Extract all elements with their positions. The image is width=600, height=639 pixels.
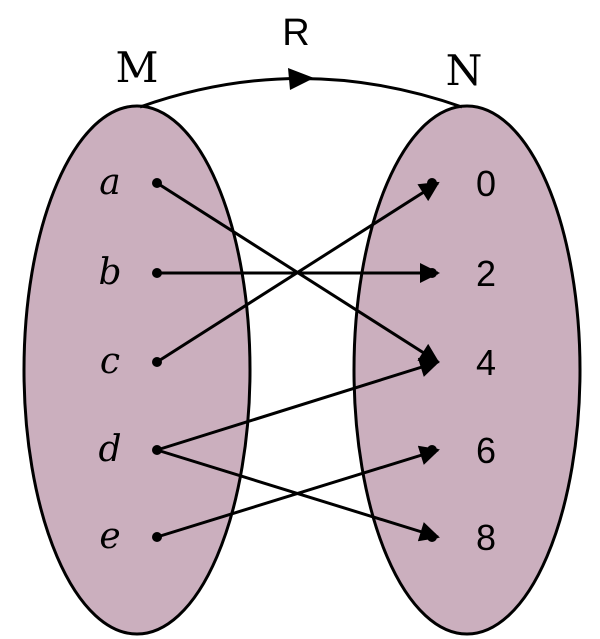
relation-arc-arrowhead: [288, 68, 314, 90]
set-n-point: [427, 178, 437, 188]
set-n-element-label: 6: [476, 430, 496, 471]
set-n-point: [427, 445, 437, 455]
set-n-label: N: [446, 46, 483, 95]
mapping-arrow-d-4: [156, 357, 440, 452]
set-n-element-label: 8: [476, 517, 496, 558]
set-n-point: [427, 268, 437, 278]
mapping-arrow-c-0: [156, 181, 440, 364]
set-m-element-label: a: [99, 162, 120, 203]
set-n-ellipse: [352, 104, 582, 636]
set-m-point: [152, 357, 162, 367]
set-n-point: [427, 532, 437, 542]
set-m-point: [152, 445, 162, 455]
set-m-ellipse: [22, 104, 252, 636]
set-m-point: [152, 178, 162, 188]
set-m-element-label: c: [100, 341, 120, 382]
set-n-element-label: 4: [476, 342, 496, 383]
relation-label: R: [282, 12, 309, 54]
set-m-element-label: e: [99, 516, 120, 557]
set-m-element-label: b: [98, 252, 121, 293]
set-m-label: M: [115, 43, 158, 92]
set-m-element-label: d: [98, 429, 121, 470]
mapping-arrow-e-6: [156, 445, 440, 539]
set-n-element-label: 2: [476, 253, 496, 294]
set-n-element-label: 0: [476, 163, 496, 204]
set-m-point: [152, 532, 162, 542]
set-m-point: [152, 268, 162, 278]
set-n-point: [427, 357, 437, 367]
